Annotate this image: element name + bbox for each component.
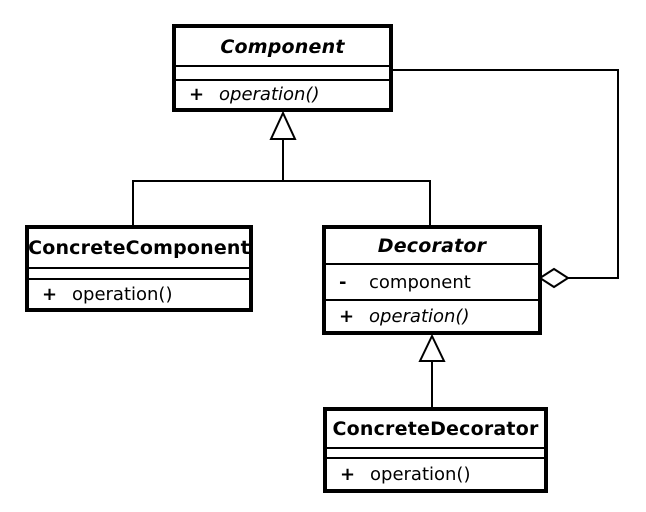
aggregation-diamond-icon (538, 267, 570, 289)
operation-signature: operation() (219, 84, 320, 105)
operation-signature: operation() (370, 463, 471, 485)
operations-compartment: + operation() (327, 457, 544, 489)
operations-compartment: + operation() (326, 299, 538, 331)
attributes-compartment (327, 447, 544, 457)
operations-compartment: + operation() (29, 278, 249, 308)
class-decorator: Decorator - component + operation() (322, 225, 542, 335)
attributes-compartment (29, 267, 249, 278)
visibility-symbol: + (189, 84, 205, 105)
inheritance-triangle-icon (418, 333, 446, 362)
attribute-name: component (369, 271, 471, 293)
visibility-symbol: + (340, 463, 356, 485)
inheritance-triangle-icon (269, 110, 297, 140)
aggregation-connector (393, 69, 619, 289)
visibility-symbol: - (339, 271, 347, 293)
class-name: ConcreteDecorator (332, 418, 539, 440)
generalization-connector-to-decorator (418, 333, 446, 407)
class-name: Decorator (377, 235, 487, 257)
generalization-connector-to-component (132, 110, 431, 225)
operation-signature: operation() (72, 283, 173, 305)
class-component: Component + operation() (172, 24, 393, 112)
operation-signature: operation() (369, 305, 470, 327)
visibility-symbol: + (42, 283, 58, 305)
visibility-symbol: + (339, 305, 355, 327)
operations-compartment: + operation() (176, 79, 389, 108)
class-name: Component (220, 35, 345, 58)
class-concrete-component: ConcreteComponent + operation() (25, 225, 253, 312)
class-concrete-decorator: ConcreteDecorator + operation() (323, 407, 548, 493)
attributes-compartment: - component (326, 263, 538, 299)
class-name: ConcreteComponent (28, 237, 250, 259)
attributes-compartment (176, 65, 389, 79)
